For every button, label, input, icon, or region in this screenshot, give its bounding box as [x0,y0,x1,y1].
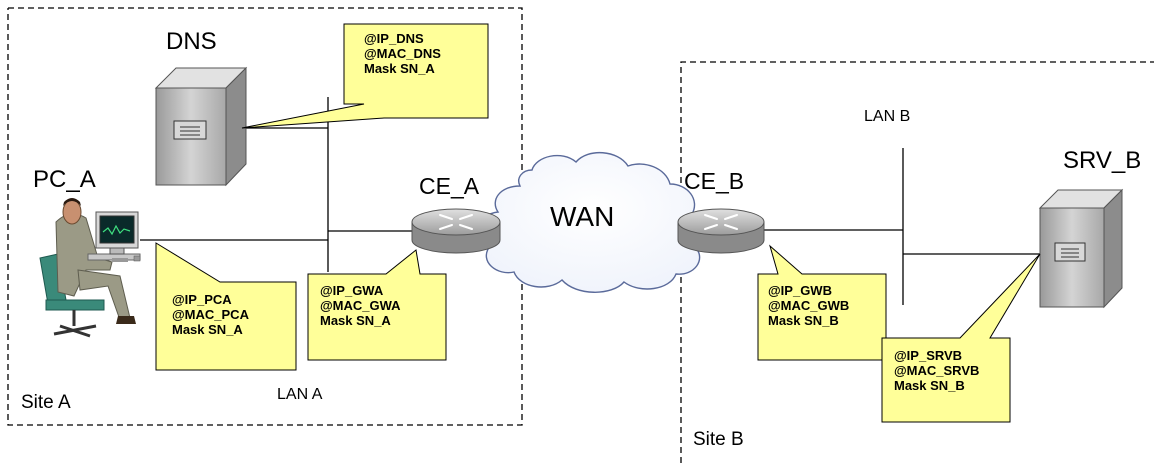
site-a-boundary [7,7,523,426]
ce-b-router-icon [677,208,765,254]
ce-a-router-icon [411,208,501,254]
callout-dns [241,23,489,129]
callout-pca [155,242,297,371]
callout-line: Mask SN_A [172,322,243,337]
callout-line: Mask SN_B [768,313,839,328]
callout-line: Mask SN_A [320,313,391,328]
site-b-boundary [680,61,1154,463]
ce-b-label: CE_B [684,168,745,194]
callout-line: @MAC_GWB [768,298,850,313]
site-a-label: Site A [21,392,71,413]
callout-srvb [881,253,1041,423]
callout-line: @MAC_SRVB [894,363,980,378]
callout-line: @IP_GWA [320,283,384,298]
callout-line: @IP_SRVB [894,348,963,363]
callout-line: @MAC_DNS [364,46,441,61]
callout-line: Mask SN_A [364,61,435,76]
pc-user-icon [39,198,141,338]
callout-pca-text: @IP_PCA @MAC_PCA Mask SN_A [172,292,249,337]
callout-line: @IP_DNS [364,31,424,46]
lan-a-label: LAN A [277,386,323,403]
site-b-label: Site B [693,429,744,450]
callout-gwb [757,244,887,361]
callout-gwb-text: @IP_GWB @MAC_GWB Mask SN_B [768,283,849,328]
dns-label: DNS [166,28,217,55]
callout-gwa-text: @IP_GWA @MAC_GWA Mask SN_A [320,283,401,328]
wan-cloud [479,151,707,293]
callout-line: @IP_PCA [172,292,232,307]
callout-line: @MAC_GWA [320,298,401,313]
callout-srvb-text: @IP_SRVB @MAC_SRVB Mask SN_B [894,348,979,393]
callout-gwa [307,249,447,361]
srv-b-label: SRV_B [1063,147,1142,174]
wan-label: WAN [550,201,615,232]
callout-line: Mask SN_B [894,378,965,393]
callout-dns-text: @IP_DNS @MAC_DNS Mask SN_A [364,31,441,76]
dns-server-icon [154,66,248,187]
ce-a-label: CE_A [419,173,480,199]
pc-a-label: PC_A [33,166,96,193]
callout-line: @MAC_PCA [172,307,249,322]
lan-b-label: LAN B [864,108,911,125]
srv-b-server-icon [1038,188,1124,309]
callout-line: @IP_GWB [768,283,832,298]
